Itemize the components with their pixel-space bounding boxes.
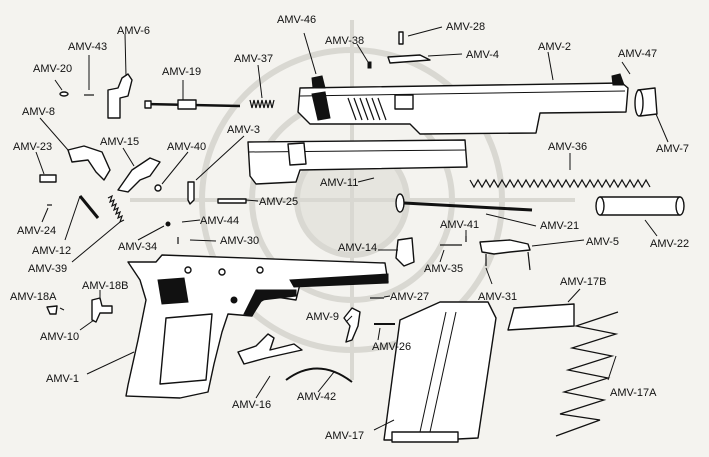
label-amv-14: AMV-14 [338,242,377,254]
part-extractor [387,54,431,64]
label-amv-27: AMV-27 [390,291,429,303]
label-amv-5: AMV-5 [586,236,619,248]
part-20 [59,91,69,97]
part-firing-pin-spring [249,99,275,109]
part-25 [217,198,247,204]
part-8 [67,145,111,181]
label-amv-12: AMV-12 [32,245,71,257]
label-amv-2: AMV-2 [538,41,571,53]
label-amv-22: AMV-22 [650,238,689,250]
label-amv-6: AMV-6 [117,25,150,37]
label-amv-47: AMV-47 [618,48,657,60]
part-9 [343,307,361,343]
part-40 [154,184,162,192]
part-10 [91,297,113,323]
part-recoil-plug [595,196,685,216]
label-amv-17: AMV-17 [325,430,364,442]
leader-lines [35,26,669,431]
label-amv-31: AMV-31 [478,291,517,303]
label-amv-11: AMV-11 [320,177,358,189]
label-amv-9: AMV-9 [306,311,339,323]
label-amv-10: AMV-10 [40,331,79,343]
label-amv-15: AMV-15 [100,136,139,148]
part-pin-38 [367,61,372,69]
label-amv-18a: AMV-18A [10,291,57,303]
part-barrel-bushing [634,87,658,117]
part-rear-sight [311,75,326,89]
label-amv-43: AMV-43 [68,41,107,53]
part-18a [46,305,58,315]
label-amv-7: AMV-7 [656,143,689,155]
part-16 [237,333,303,365]
part-44 [165,221,171,227]
part-barrel [247,139,468,185]
label-amv-20: AMV-20 [33,63,72,75]
part-5-leg [527,251,531,271]
part-pin-28 [398,31,404,45]
part-12 [78,195,100,219]
part-recoil-spring [469,178,651,189]
part-15 [117,157,161,193]
label-amv-46: AMV-46 [277,14,316,26]
label-amv-23: AMV-23 [13,141,52,153]
part-labels: AMV-6 AMV-43 AMV-20 AMV-19 AMV-37 AMV-46… [10,14,689,442]
part-guide-rod [395,193,533,213]
part-17a [555,311,619,437]
part-5 [479,239,531,255]
part-frame [125,254,389,399]
part-14 [395,237,415,267]
label-amv-35: AMV-35 [424,263,463,275]
part-slide [297,82,629,135]
label-amv-40: AMV-40 [167,141,206,153]
label-amv-3: AMV-3 [227,124,260,136]
label-amv-17b: AMV-17B [560,276,606,288]
label-amv-39: AMV-39 [28,263,67,275]
part-3 [187,181,195,205]
label-amv-17a: AMV-17A [610,387,657,399]
label-amv-28: AMV-28 [446,21,485,33]
label-amv-38: AMV-38 [325,35,364,47]
label-amv-1: AMV-1 [46,373,79,385]
part-17b [507,303,575,331]
label-amv-30: AMV-30 [220,235,259,247]
part-23 [39,174,57,183]
part-39 [107,194,125,224]
label-amv-8: AMV-8 [22,106,55,118]
label-amv-26: AMV-26 [372,341,411,353]
label-amv-18b: AMV-18B [82,280,128,292]
label-amv-16: AMV-16 [232,399,271,411]
label-amv-34: AMV-34 [118,241,157,253]
label-amv-21: AMV-21 [540,220,579,232]
label-amv-4: AMV-4 [466,49,499,61]
part-magazine [383,301,497,443]
label-amv-25: AMV-25 [259,196,298,208]
label-amv-36: AMV-36 [548,141,587,153]
part-firing-pin [144,99,241,110]
label-amv-41: AMV-41 [440,219,479,231]
label-amv-42: AMV-42 [297,391,336,403]
part-6 [107,73,133,119]
label-amv-37: AMV-37 [234,53,273,65]
part-42 [285,367,353,383]
label-amv-44: AMV-44 [200,215,239,227]
label-amv-19: AMV-19 [162,66,201,78]
part-front-sight [611,73,625,86]
label-amv-24: AMV-24 [17,225,56,237]
